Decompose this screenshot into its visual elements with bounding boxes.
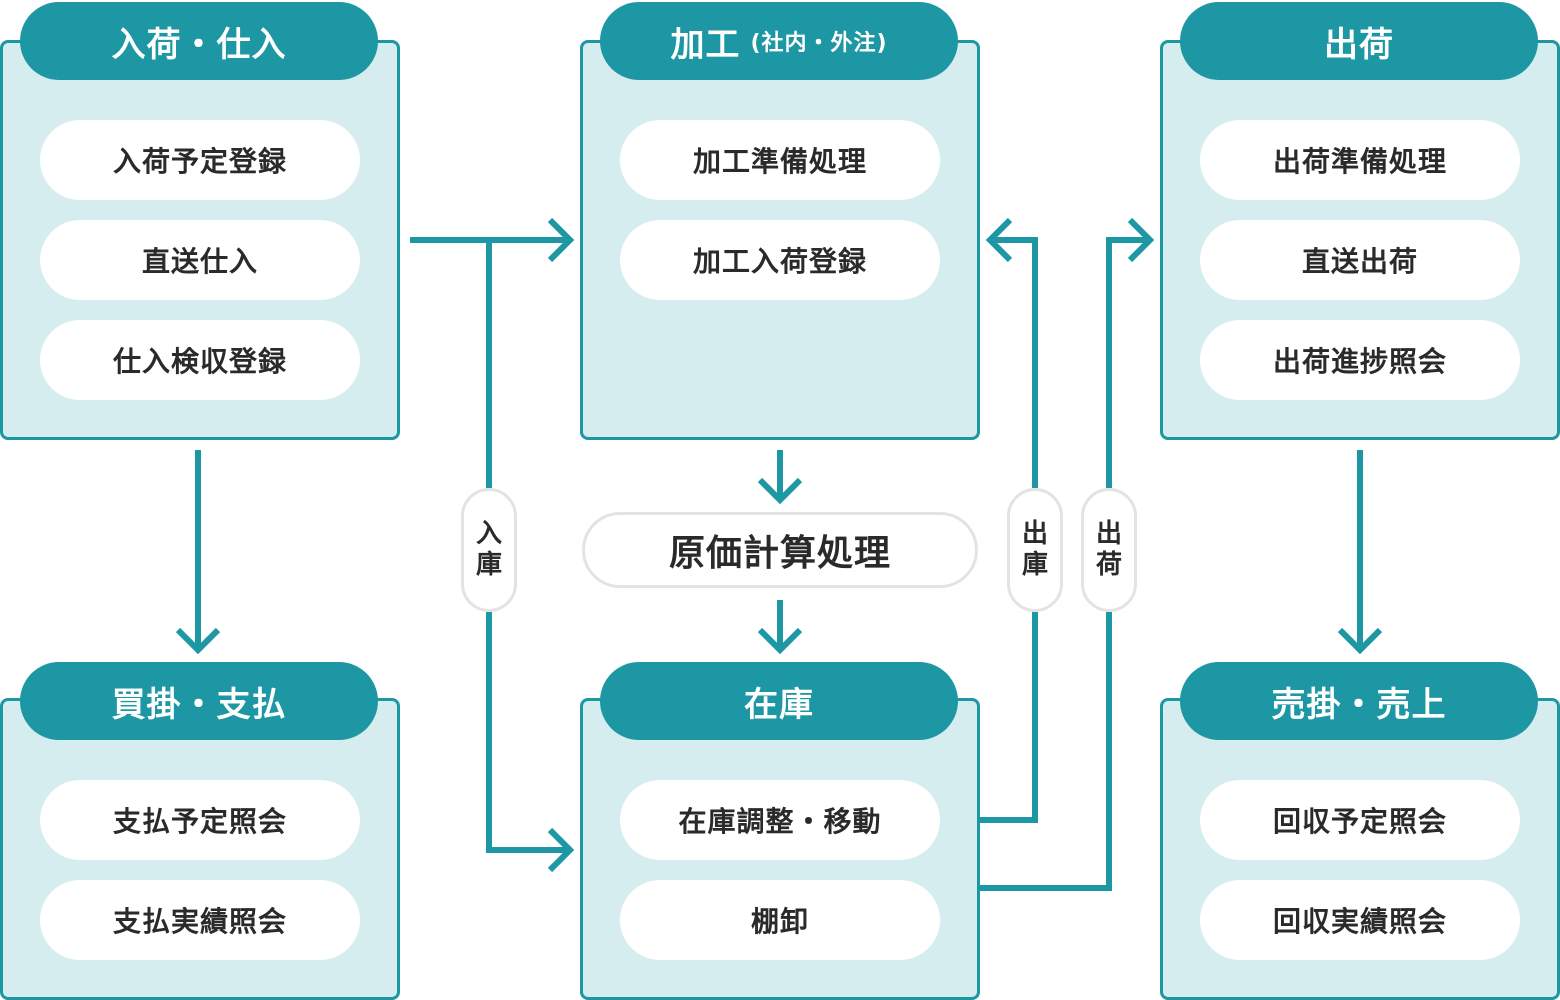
payables-header: 買掛・支払 xyxy=(20,662,378,740)
receivables-item-actual[interactable]: 回収実績照会 xyxy=(1200,880,1520,960)
payables-item-actual[interactable]: 支払実績照会 xyxy=(40,880,360,960)
arrowhead-right xyxy=(547,827,575,873)
processing-header: 加工 (社内・外注) xyxy=(600,2,958,80)
connector-ship xyxy=(980,612,1112,891)
payables-title: 買掛・支払 xyxy=(111,684,287,725)
processing-subtitle: (社内・外注) xyxy=(750,31,888,56)
flow-label-char: 荷 xyxy=(1095,550,1122,580)
arrowhead-left xyxy=(985,217,1013,263)
inventory-title: 在庫 xyxy=(744,684,814,725)
connector-stock-in-lower xyxy=(486,612,570,853)
arrowhead-down xyxy=(175,627,221,655)
shipping-item-prep[interactable]: 出荷準備処理 xyxy=(1200,120,1520,200)
receiving-item-direct-purchase[interactable]: 直送仕入 xyxy=(40,220,360,300)
shipping-title: 出荷 xyxy=(1324,24,1394,65)
flow-label-stock-out: 出 庫 xyxy=(1007,488,1063,612)
processing-item-prep[interactable]: 加工準備処理 xyxy=(620,120,940,200)
cost-calculation[interactable]: 原価計算処理 xyxy=(582,512,978,588)
receivables-title: 売掛・売上 xyxy=(1271,684,1447,725)
receiving-header: 入荷・仕入 xyxy=(20,2,378,80)
connector-stock-out-upper xyxy=(990,237,1038,488)
arrowhead-down xyxy=(757,477,803,505)
flow-label-stock-in: 入 庫 xyxy=(461,488,517,612)
receiving-item-inspection[interactable]: 仕入検収登録 xyxy=(40,320,360,400)
flow-label-char: 入 xyxy=(475,518,502,549)
shipping-header: 出荷 xyxy=(1180,2,1538,80)
payables-item-scheduled[interactable]: 支払予定照会 xyxy=(40,780,360,860)
receiving-item-planned-arrival[interactable]: 入荷予定登録 xyxy=(40,120,360,200)
flow-label-char: 庫 xyxy=(1021,550,1048,580)
receivables-header: 売掛・売上 xyxy=(1180,662,1538,740)
connector-ship-upper xyxy=(1106,237,1150,488)
processing-item-arrival[interactable]: 加工入荷登録 xyxy=(620,220,940,300)
arrowhead-down xyxy=(1337,627,1383,655)
receiving-title: 入荷・仕入 xyxy=(111,24,287,65)
arrowhead-right xyxy=(1127,217,1155,263)
flow-label-ship: 出 荷 xyxy=(1081,488,1137,612)
flow-label-char: 庫 xyxy=(475,550,502,580)
flow-label-char: 出 xyxy=(1095,518,1122,549)
shipping-item-progress[interactable]: 出荷進捗照会 xyxy=(1200,320,1520,400)
inventory-header: 在庫 xyxy=(600,662,958,740)
inventory-item-stocktake[interactable]: 棚卸 xyxy=(620,880,940,960)
connector-stock-out xyxy=(980,612,1038,823)
receivables-item-scheduled[interactable]: 回収予定照会 xyxy=(1200,780,1520,860)
flow-label-char: 出 xyxy=(1021,518,1048,549)
shipping-item-direct[interactable]: 直送出荷 xyxy=(1200,220,1520,300)
arrowhead-down xyxy=(757,627,803,655)
arrowhead-right xyxy=(547,217,575,263)
processing-title: 加工 xyxy=(670,24,741,65)
inventory-item-adjust[interactable]: 在庫調整・移動 xyxy=(620,780,940,860)
